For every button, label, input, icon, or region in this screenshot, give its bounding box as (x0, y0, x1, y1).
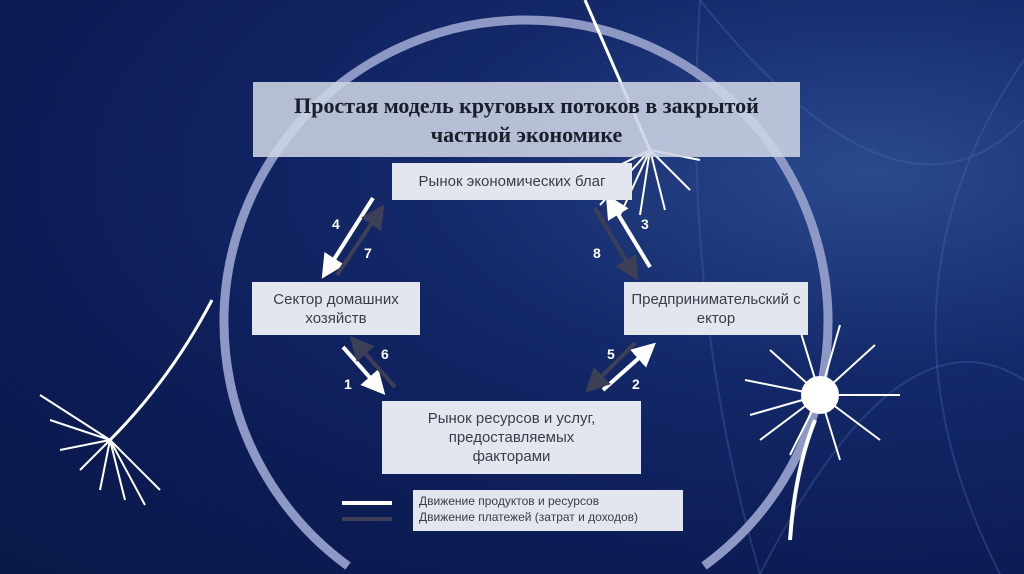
flow-label-8: 8 (593, 245, 601, 261)
dandelion-seed-left (39, 299, 214, 506)
arrow-3-products (605, 194, 652, 269)
arrow-1-products (341, 345, 386, 396)
legend: Движение продуктов и ресурсов Движение п… (413, 490, 683, 531)
legend-payments: Движение платежей (затрат и доходов) (419, 510, 639, 524)
arrow-2-products (601, 342, 656, 392)
cycle-ring (219, 15, 833, 570)
node-goods-market: Рынок экономических благ (392, 163, 632, 200)
node-business: Предпринимательский сектор (624, 282, 808, 335)
slide-title: Простая модель круговых потоков в закрыт… (253, 82, 800, 157)
flow-label-4: 4 (332, 216, 340, 232)
node-households: Сектор домашних хозяйств (252, 282, 420, 335)
flow-label-7: 7 (364, 245, 372, 261)
flow-label-3: 3 (641, 216, 649, 232)
arrow-5-payments (585, 341, 637, 393)
flow-label-5: 5 (607, 346, 615, 362)
legend-products: Движение продуктов и ресурсов (419, 494, 600, 508)
arrow-8-payments (593, 206, 639, 281)
flow-label-6: 6 (381, 346, 389, 362)
arrow-7-payments (335, 204, 385, 277)
node-resource-market: Рынок ресурсов и услуг, предоставляемых … (382, 401, 641, 474)
flow-label-1: 1 (344, 376, 352, 392)
dandelion-seed-right (744, 324, 900, 541)
flow-label-2: 2 (632, 376, 640, 392)
arrow-6-payments (349, 336, 397, 389)
